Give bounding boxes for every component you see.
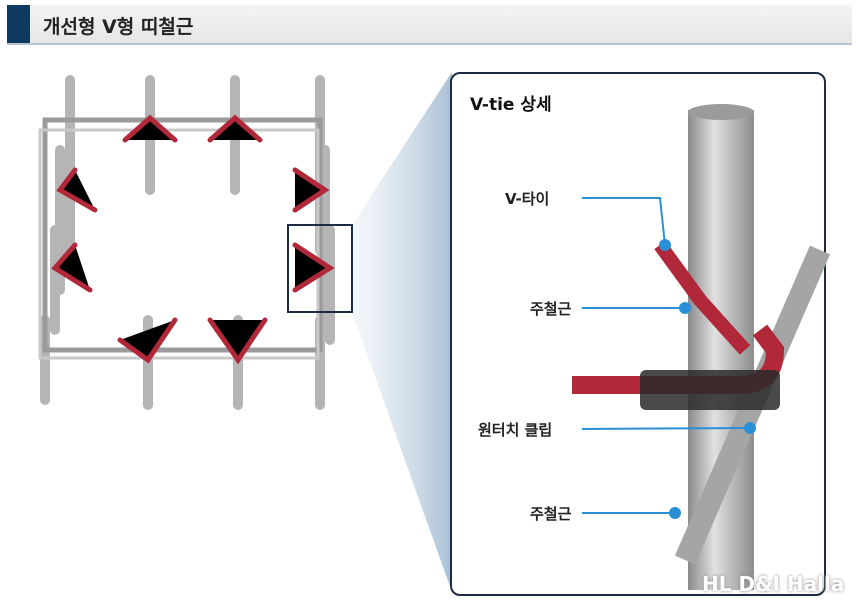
section-header: 개선형 V형 띠철근 [7,5,852,45]
company-logo: HL D&I Halla [702,572,845,596]
detail-title: V-tie 상세 [470,95,552,115]
page-title: 개선형 V형 띠철근 [43,16,194,38]
label-main-rebar-2: 주철근 [530,505,572,523]
label-v-tie: V-타이 [505,190,550,208]
clip [640,370,780,410]
header-marker [7,5,30,43]
callout-funnel [352,72,452,592]
tie-loop [38,117,323,360]
v-ties [51,114,335,365]
label-main-rebar: 주철근 [530,300,572,318]
label-clip: 원터치 클립 [478,421,553,439]
highlight-box [287,224,353,313]
